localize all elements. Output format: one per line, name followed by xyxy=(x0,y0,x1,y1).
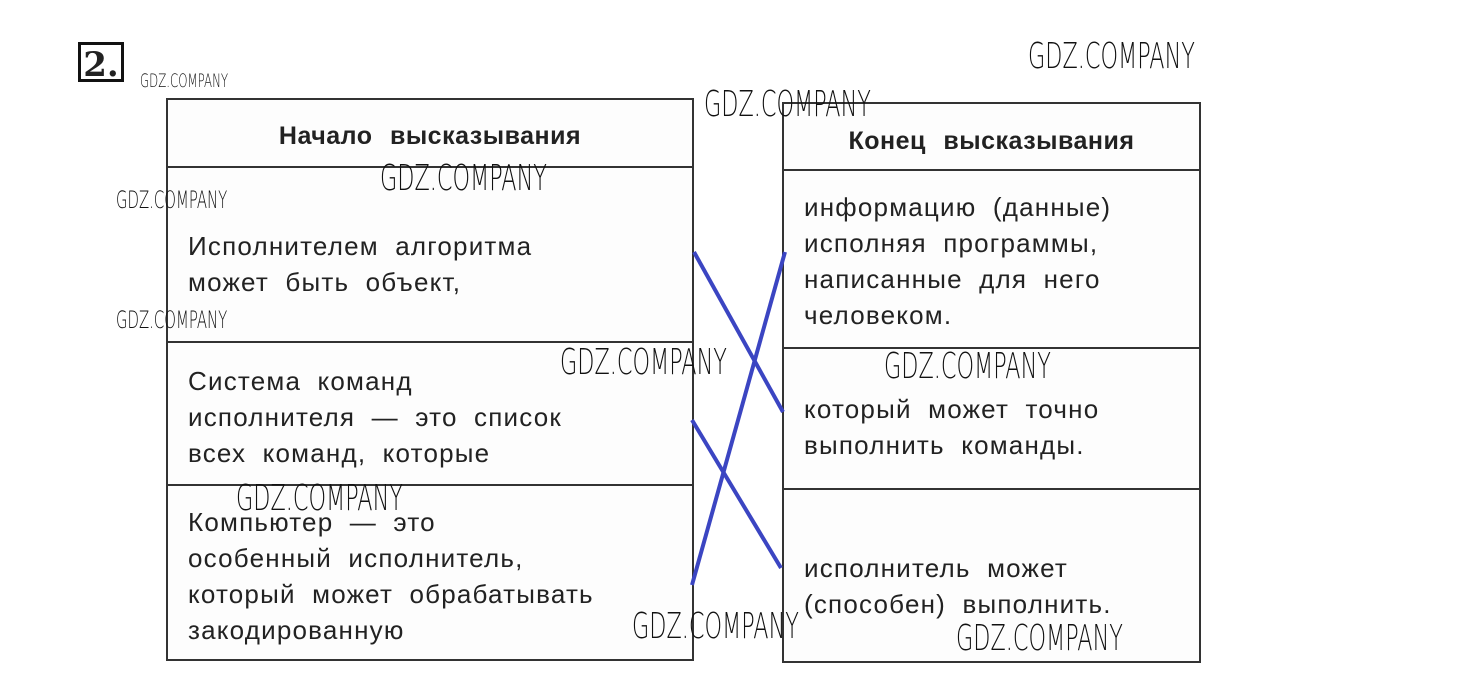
text-line: Исполнителем алгоритма xyxy=(188,231,533,261)
left-table-header: Начало высказывания xyxy=(278,122,582,150)
right-row-1: информацию (данные) исполняя программы, … xyxy=(784,169,1199,348)
text-line: может быть объект, xyxy=(188,267,462,297)
watermark: GDZ.COMPANY xyxy=(956,618,1123,659)
connection-line-2-3 xyxy=(690,418,783,570)
text-line: Компьютер — это xyxy=(188,507,436,537)
text-line: который может обрабатывать xyxy=(188,579,594,609)
right-table-header: Конец высказывания xyxy=(848,127,1135,155)
text-line: исполняя программы, xyxy=(804,228,1099,258)
left-table: Начало высказывания Исполнителем алгорит… xyxy=(166,98,694,661)
watermark: GDZ.COMPANY xyxy=(560,342,727,383)
watermark: GDZ.COMPANY xyxy=(236,478,403,519)
watermark: GDZ.COMPANY xyxy=(380,158,547,199)
watermark: GDZ.COMPANY xyxy=(704,84,871,125)
exercise-number: 2. xyxy=(78,42,124,85)
watermark: GDZ.COMPANY xyxy=(632,606,799,647)
text-line: написанные для него xyxy=(804,264,1101,294)
left-row-2: Система команд исполнителя — это список … xyxy=(168,341,692,485)
text-line: всех команд, которые xyxy=(188,438,491,468)
right-row-3: исполнитель может (способен) выполнить. xyxy=(784,488,1199,661)
text-line: (способен) выполнить. xyxy=(804,589,1112,619)
text-line: исполнитель может xyxy=(804,553,1069,583)
text-line: информацию (данные) xyxy=(804,192,1112,222)
connection-line-3-1 xyxy=(690,251,787,586)
left-row-1: Исполнителем алгоритма может быть объект… xyxy=(168,166,692,342)
right-row-2: который может точно выполнить команды. xyxy=(784,347,1199,489)
text-line: закодированную xyxy=(188,615,405,645)
connection-line-1-2 xyxy=(692,251,785,413)
text-line: человеком. xyxy=(804,300,953,330)
text-line: выполнить команды. xyxy=(804,430,1085,460)
watermark: GDZ.COMPANY xyxy=(884,346,1051,387)
watermark: GDZ.COMPANY xyxy=(1028,36,1195,77)
watermark: GDZ.COMPANY xyxy=(116,306,228,334)
watermark: GDZ.COMPANY xyxy=(140,70,229,92)
text-line: особенный исполнитель, xyxy=(188,543,524,573)
text-line: который может точно xyxy=(804,394,1100,424)
right-table: Конец высказывания информацию (данные) и… xyxy=(782,102,1201,663)
text-line: исполнителя — это список xyxy=(188,402,562,432)
text-line: Система команд xyxy=(188,366,413,396)
watermark: GDZ.COMPANY xyxy=(116,186,228,214)
left-row-3: Компьютер — это особенный исполнитель, к… xyxy=(168,484,692,659)
